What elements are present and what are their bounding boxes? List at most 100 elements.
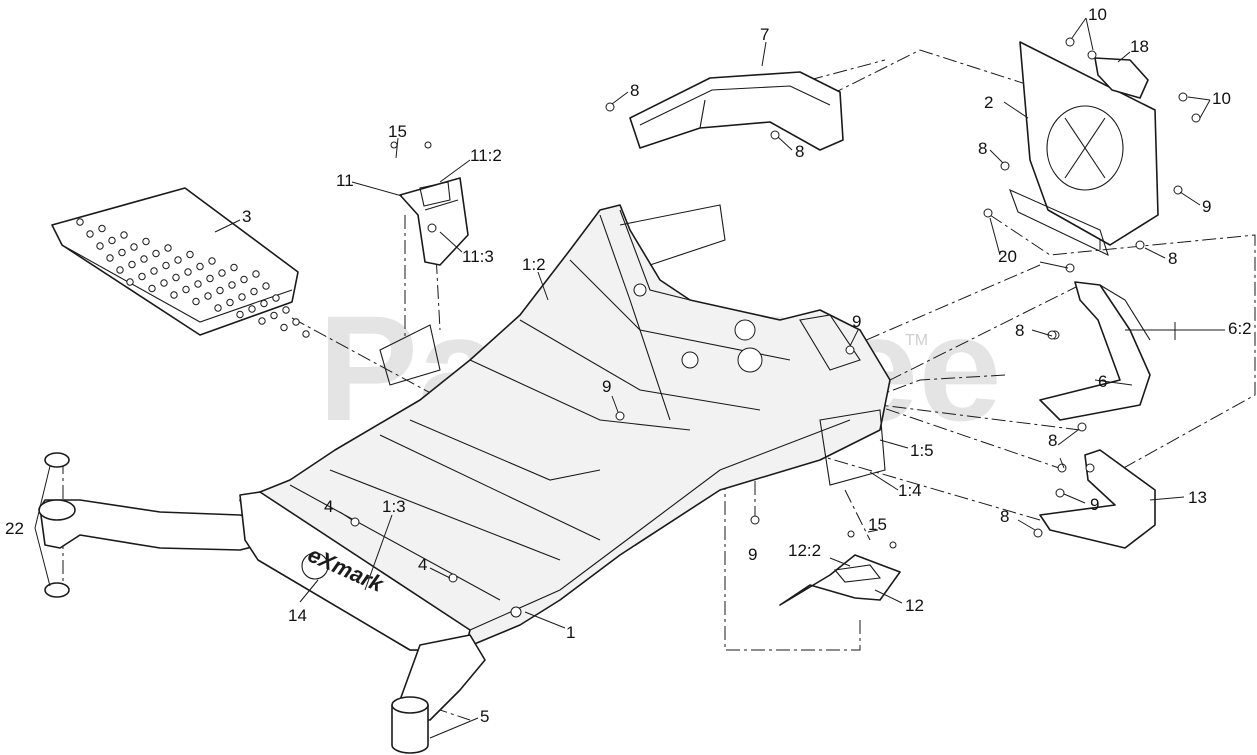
plate-part-2 bbox=[1009, 41, 1159, 257]
perforation-hole bbox=[140, 255, 148, 263]
callout-8: 8 bbox=[1168, 249, 1177, 268]
callout-10: 10 bbox=[1088, 5, 1107, 24]
perforation-hole bbox=[214, 304, 222, 312]
callout-1: 1 bbox=[566, 623, 575, 642]
callout-12: 12 bbox=[905, 596, 924, 615]
callout-15: 15 bbox=[868, 515, 887, 534]
perforation-hole bbox=[186, 250, 194, 259]
perforation-holes bbox=[76, 218, 310, 338]
callout-6: 6 bbox=[1098, 372, 1107, 391]
perforation-hole bbox=[206, 274, 214, 283]
perforation-hole bbox=[182, 285, 190, 294]
callout-1-3: 1:3 bbox=[382, 497, 406, 516]
callout-4: 4 bbox=[324, 497, 333, 516]
perforation-hole bbox=[192, 297, 200, 306]
callout-8: 8 bbox=[1048, 431, 1057, 450]
perforation-hole bbox=[240, 275, 248, 284]
perforation-hole bbox=[248, 305, 256, 313]
perforation-hole bbox=[302, 330, 310, 338]
perforation-hole bbox=[262, 282, 270, 290]
caster-mount-left bbox=[38, 452, 261, 598]
perforation-hole bbox=[236, 310, 244, 319]
perforation-hole bbox=[218, 269, 226, 277]
main-frame-part-1: eXmark bbox=[239, 204, 891, 754]
perforation-hole bbox=[228, 281, 236, 289]
cover-part-18 bbox=[1094, 57, 1149, 99]
perforation-hole bbox=[272, 294, 280, 302]
perforation-hole bbox=[194, 280, 202, 288]
perforation-hole bbox=[86, 230, 94, 238]
perforation-hole bbox=[208, 257, 216, 265]
callout-8: 8 bbox=[630, 81, 639, 100]
perforation-hole bbox=[184, 268, 192, 276]
perforation-hole bbox=[76, 218, 84, 226]
perforation-hole bbox=[96, 242, 104, 250]
callout-18: 18 bbox=[1130, 37, 1149, 56]
callout-8: 8 bbox=[978, 139, 987, 158]
perforation-hole bbox=[150, 267, 158, 275]
callout-20: 20 bbox=[998, 247, 1017, 266]
perforation-hole bbox=[152, 249, 160, 258]
callout-14: 14 bbox=[288, 606, 307, 625]
callout-1-4: 1:4 bbox=[898, 481, 922, 500]
watermark-tm: TM bbox=[905, 332, 928, 349]
callout-4: 4 bbox=[418, 555, 427, 574]
perforation-hole bbox=[162, 261, 170, 270]
perforation-hole bbox=[106, 254, 114, 262]
callout-11-3: 11:3 bbox=[462, 247, 494, 266]
callout-15: 15 bbox=[388, 122, 407, 141]
perforation-hole bbox=[164, 244, 172, 252]
callout-8: 8 bbox=[1000, 507, 1009, 526]
callout-8: 8 bbox=[795, 142, 804, 161]
deck-plate-part-3 bbox=[51, 187, 310, 338]
perforation-hole bbox=[170, 291, 178, 299]
perforation-hole bbox=[250, 287, 258, 296]
perforation-hole bbox=[280, 323, 288, 332]
perforation-hole bbox=[238, 293, 246, 301]
perforation-hole bbox=[126, 278, 134, 286]
callout-9: 9 bbox=[852, 312, 861, 331]
perforation-hole bbox=[226, 298, 234, 307]
callout-3: 3 bbox=[242, 207, 251, 226]
callout-labels: 7 10 18 10 2 8 8 8 9 8 20 15 11:2 11 11:… bbox=[5, 5, 1252, 726]
callout-6-2: 6:2 bbox=[1228, 319, 1252, 338]
support-part-6 bbox=[1039, 281, 1151, 421]
foot-plate-part-12 bbox=[779, 554, 901, 606]
perforation-hole bbox=[260, 299, 268, 308]
callout-11-2: 11:2 bbox=[470, 146, 502, 165]
perforation-hole bbox=[142, 237, 150, 246]
callout-12-2: 12:2 bbox=[788, 541, 821, 560]
bracket-part-7 bbox=[605, 71, 844, 151]
callout-9: 9 bbox=[1090, 495, 1099, 514]
callout-22: 22 bbox=[5, 519, 24, 538]
perforation-hole bbox=[174, 256, 182, 264]
perforation-hole bbox=[196, 262, 204, 271]
callout-9: 9 bbox=[602, 377, 611, 396]
callout-1-5: 1:5 bbox=[910, 441, 934, 460]
perforation-hole bbox=[282, 306, 290, 314]
perforation-hole bbox=[130, 243, 138, 251]
perforation-hole bbox=[108, 236, 116, 245]
perforation-hole bbox=[118, 248, 126, 257]
perforation-hole bbox=[128, 260, 136, 269]
callout-7: 7 bbox=[760, 25, 769, 44]
perforation-hole bbox=[148, 284, 156, 293]
callout-9: 9 bbox=[1202, 197, 1211, 216]
perforation-hole bbox=[270, 311, 278, 320]
perforation-hole bbox=[292, 318, 300, 326]
callout-10: 10 bbox=[1212, 89, 1231, 108]
perforation-hole bbox=[138, 272, 146, 281]
perforation-hole bbox=[98, 224, 106, 233]
perforation-hole bbox=[116, 266, 124, 274]
perforation-hole bbox=[258, 317, 266, 325]
perforation-hole bbox=[120, 231, 128, 239]
leader-lines bbox=[34, 17, 1225, 739]
callout-11: 11 bbox=[336, 171, 354, 190]
perforation-hole bbox=[230, 263, 238, 272]
hardware-fasteners bbox=[350, 37, 1201, 583]
perforation-hole bbox=[252, 270, 260, 278]
callout-8: 8 bbox=[1015, 321, 1024, 340]
perforation-hole bbox=[160, 279, 168, 287]
